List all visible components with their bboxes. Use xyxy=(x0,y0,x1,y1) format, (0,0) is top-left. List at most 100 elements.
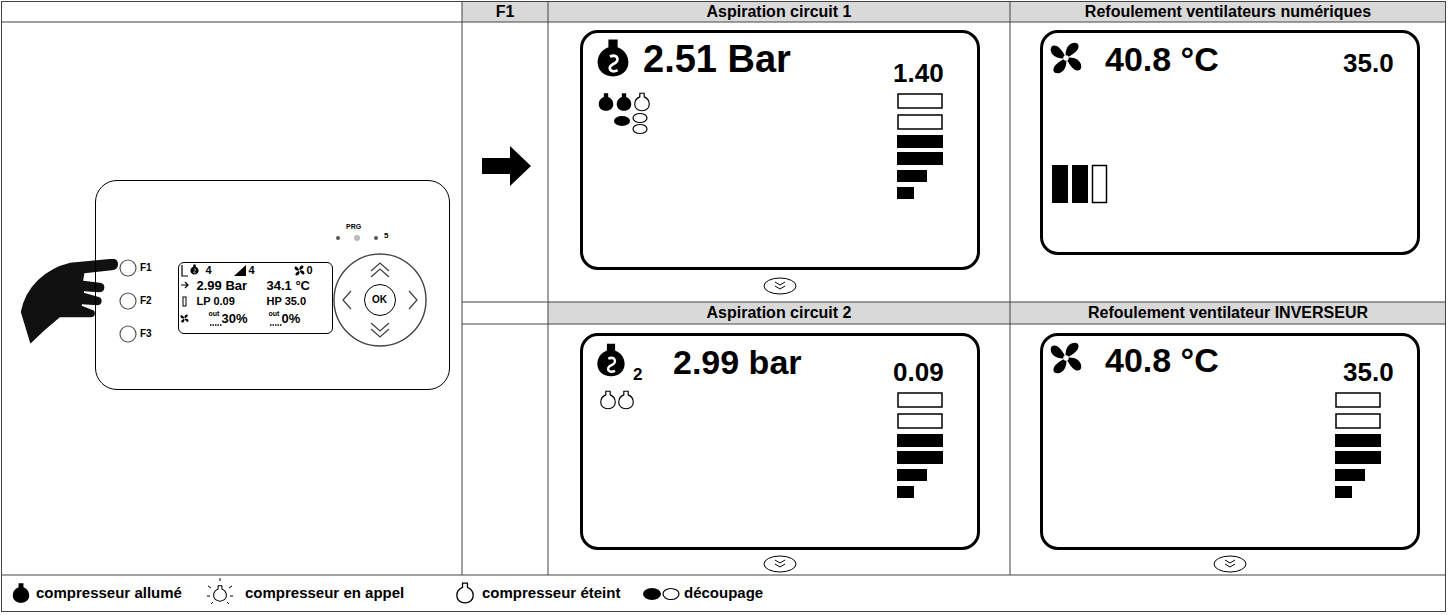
screen-symbols xyxy=(1051,43,1082,74)
display-value: 30% xyxy=(222,312,248,326)
screen-value: 35.0 xyxy=(1343,49,1394,78)
button-label: 5 xyxy=(384,232,388,241)
lcd-screen: 2.51 Bar 1.40 xyxy=(580,30,980,270)
controller-illustration xyxy=(354,235,360,241)
header-fills xyxy=(462,1,1446,324)
screen-value: 1.40 xyxy=(893,59,944,88)
legend-text: découpage xyxy=(684,585,763,602)
screen-symbols xyxy=(614,116,630,126)
screen-value: 35.0 xyxy=(1343,358,1394,387)
controller-display: 4402.99 Bar34.1 °CLP 0.09HP 35.0out30%ou… xyxy=(178,262,333,334)
display-value: 0% xyxy=(282,312,301,326)
screen-symbols xyxy=(601,391,616,408)
screen-symbols xyxy=(897,393,943,498)
column-header: Aspiration circuit 2 xyxy=(548,302,1010,324)
controller-illustration xyxy=(120,293,136,309)
ok-button: OK xyxy=(364,284,396,316)
button-label: F1 xyxy=(140,262,152,273)
legend-symbols xyxy=(457,583,473,603)
controller-illustration xyxy=(190,265,198,275)
column-header: F1 xyxy=(462,1,548,22)
table-grid xyxy=(548,1,549,575)
button-label: F2 xyxy=(140,295,152,306)
header-fills xyxy=(462,1,548,22)
screen-symbols xyxy=(764,556,796,572)
display-value: out xyxy=(269,310,280,318)
column-header: Refoulement ventilateur INVERSEUR xyxy=(1010,302,1446,324)
screen-symbols xyxy=(599,93,614,110)
controller-illustration xyxy=(343,291,351,309)
lcd-screen: 40.8 °C 35.0 xyxy=(1040,30,1420,255)
controller-illustration xyxy=(120,326,136,342)
controller-illustration xyxy=(334,254,426,346)
display-value: LP 0.09 xyxy=(197,295,235,307)
legend-symbols xyxy=(643,588,661,600)
legend-text: compresseur allumé xyxy=(36,585,182,602)
controller-body: 4402.99 Bar34.1 °CLP 0.09HP 35.0out30%ou… xyxy=(95,180,450,390)
screen-symbols xyxy=(1051,343,1082,374)
controller-illustration xyxy=(120,260,136,276)
table-grid xyxy=(1,22,1446,23)
screen-symbols xyxy=(1052,165,1068,203)
button-label: PRG xyxy=(346,223,361,231)
display-value: out xyxy=(209,310,220,318)
column-header: Refoulement ventilateurs numériques xyxy=(1010,1,1446,22)
display-value: 4 xyxy=(206,264,212,276)
legend-text: compresseur éteint xyxy=(482,585,620,602)
display-value: 2.99 Bar xyxy=(197,279,248,293)
table-grid xyxy=(462,324,1446,325)
button-label: OK xyxy=(372,294,387,305)
legend-symbols xyxy=(207,578,233,604)
legend-symbols xyxy=(13,578,679,604)
screen-symbols xyxy=(633,114,647,123)
screen-symbols xyxy=(598,40,629,77)
controller-illustration xyxy=(20,235,426,346)
screen-symbols xyxy=(1335,393,1381,498)
controller-illustration xyxy=(336,236,340,240)
table-grid xyxy=(1010,1,1011,575)
table-grid xyxy=(462,302,1446,303)
controller-illustration xyxy=(234,265,246,276)
screen-symbols xyxy=(633,125,647,134)
display-value: 34.1 °C xyxy=(267,279,311,293)
controller-illustration xyxy=(371,263,389,277)
header-fills xyxy=(548,302,1010,324)
display-value: 0 xyxy=(307,264,313,276)
lcd-screen: 40.8 °C35.0 xyxy=(1040,333,1420,550)
controller-illustration xyxy=(409,291,417,309)
navigation-arrow xyxy=(482,146,531,186)
screen-value: 2.51 Bar xyxy=(643,39,791,81)
navigation-arrow xyxy=(482,146,531,186)
controller-illustration xyxy=(180,314,188,322)
screen-symbols xyxy=(617,93,632,110)
display-value: HP 35.0 xyxy=(267,295,307,307)
lcd-screen: 2 2.99 bar 0.09 xyxy=(580,333,980,550)
header-fills xyxy=(1010,1,1446,22)
screen-value: 0.09 xyxy=(893,358,944,387)
column-header: Aspiration circuit 1 xyxy=(548,1,1010,22)
table-grid xyxy=(462,1,463,575)
screen-symbols xyxy=(1214,556,1246,572)
screen-value: 2 xyxy=(633,366,642,385)
screen-symbols xyxy=(897,94,943,199)
controller-illustration xyxy=(181,282,188,288)
screen-value: 2.99 bar xyxy=(673,344,802,381)
controller-illustration xyxy=(295,266,305,276)
button-label: F3 xyxy=(140,328,152,339)
screen-value: 40.8 °C xyxy=(1105,41,1219,78)
screen-symbols xyxy=(764,278,796,294)
screen-symbols xyxy=(1093,166,1107,203)
screen-symbols xyxy=(597,344,624,377)
header-fills xyxy=(1010,302,1446,324)
controller-illustration xyxy=(20,258,119,345)
legend-symbols xyxy=(214,586,227,601)
controller-illustration xyxy=(183,297,186,306)
display-value: 4 xyxy=(249,264,255,276)
controller-illustration xyxy=(374,236,378,240)
header-fills xyxy=(548,1,1010,22)
controller-illustration xyxy=(182,265,188,276)
table-grid xyxy=(1,575,1446,576)
